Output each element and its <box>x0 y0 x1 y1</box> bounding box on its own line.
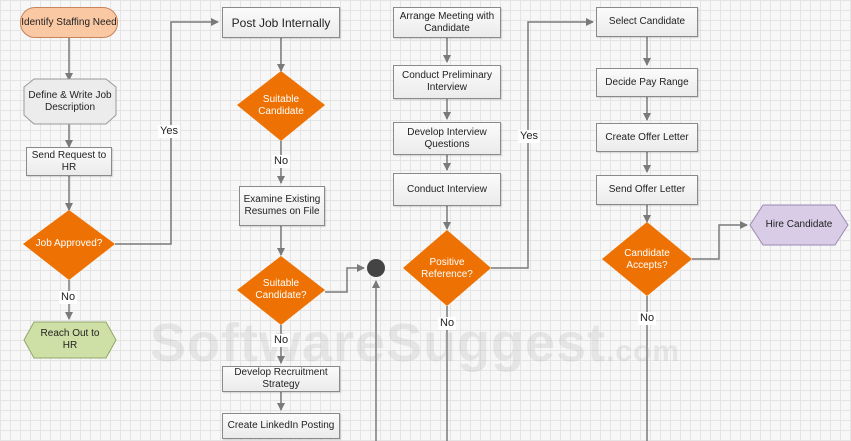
post-job-internally-node[interactable]: Post Job Internally <box>222 7 340 38</box>
job-approved-label: Job Approved? <box>35 238 103 249</box>
send-request-to-hr-label: Send Request to HR <box>31 149 107 173</box>
define-job-description-shape <box>23 78 117 125</box>
hire-candidate-node[interactable]: Hire Candidate <box>760 210 838 240</box>
suitable-candidate-2-diamond <box>237 256 325 325</box>
junction-dot <box>367 259 385 277</box>
suitable-candidate-2-label: Suitable Candidate? <box>255 278 307 301</box>
create-linkedin-posting-node[interactable]: Create LinkedIn Posting <box>222 413 340 439</box>
watermark-suffix: .com <box>606 335 681 368</box>
arrow-reference-yes <box>491 18 594 269</box>
select-candidate-node[interactable]: Select Candidate <box>596 7 698 37</box>
suitable-candidate-1-label: Suitable Candidate <box>258 94 304 117</box>
identify-staffing-need-label: Identify Staffing Need <box>21 16 117 28</box>
candidate-accepts-diamond <box>602 222 692 296</box>
job-approved-node[interactable]: Job Approved? <box>35 229 103 259</box>
edge-label-positive-reference-no: No <box>438 317 457 330</box>
edge-label-suitable-2-no: No <box>272 334 291 347</box>
define-write-job-description-label: Define & Write Job Description <box>28 90 112 113</box>
decide-pay-range-node[interactable]: Decide Pay Range <box>596 68 698 97</box>
develop-recruitment-strategy-label: Develop Recruitment Strategy <box>234 367 328 390</box>
job-approved-diamond <box>23 210 115 280</box>
define-write-job-description-node[interactable]: Define & Write Job Description <box>26 80 114 124</box>
edge-label-job-approved-yes: Yes <box>158 125 180 138</box>
send-offer-letter-label: Send Offer Letter <box>608 184 686 195</box>
conduct-interview-label: Conduct Interview <box>406 183 488 195</box>
suitable-candidate-1-node[interactable]: Suitable Candidate <box>251 92 311 120</box>
reach-out-to-hr-label: Reach Out to HR <box>40 328 100 351</box>
develop-interview-questions-label: Develop Interview Questions <box>407 126 487 150</box>
develop-recruitment-strategy-node[interactable]: Develop Recruitment Strategy <box>222 366 340 392</box>
arrange-meeting-label: Arrange Meeting with Candidate <box>399 10 495 34</box>
suitable-candidate-1-diamond <box>237 71 325 141</box>
hire-candidate-label: Hire Candidate <box>765 219 833 230</box>
develop-interview-questions-node[interactable]: Develop Interview Questions <box>393 122 501 155</box>
edge-label-job-approved-no: No <box>59 291 78 304</box>
examine-existing-resumes-node[interactable]: Examine Existing Resumes on File <box>239 186 325 226</box>
select-candidate-label: Select Candidate <box>608 16 686 27</box>
watermark: SoftwareSuggest.com <box>150 312 680 374</box>
reach-out-to-hr-shape <box>23 321 117 359</box>
positive-reference-label: Positive Reference? <box>421 257 473 280</box>
conduct-preliminary-interview-node[interactable]: Conduct Preliminary Interview <box>393 65 501 99</box>
create-offer-letter-label: Create Offer Letter <box>605 131 689 143</box>
watermark-text: SoftwareSuggest <box>150 313 607 373</box>
reach-out-to-hr-node[interactable]: Reach Out to HR <box>38 323 102 357</box>
create-linkedin-posting-label: Create LinkedIn Posting <box>227 420 335 431</box>
send-request-to-hr-node[interactable]: Send Request to HR <box>26 147 112 176</box>
send-offer-letter-node[interactable]: Send Offer Letter <box>596 175 698 205</box>
arrow-suitable2-yes <box>325 264 365 293</box>
identify-staffing-need-node[interactable]: Identify Staffing Need <box>20 7 118 38</box>
candidate-accepts-label: Candidate Accepts? <box>624 248 670 271</box>
arrow-accepts-yes <box>692 221 748 260</box>
decide-pay-range-label: Decide Pay Range <box>605 76 689 88</box>
post-job-internally-label: Post Job Internally <box>231 15 331 30</box>
edge-label-positive-reference-yes: Yes <box>518 130 540 143</box>
arrange-meeting-node[interactable]: Arrange Meeting with Candidate <box>393 7 501 38</box>
edge-label-candidate-accepts-no: No <box>638 312 657 325</box>
conduct-interview-node[interactable]: Conduct Interview <box>393 173 501 206</box>
hire-candidate-shape <box>749 204 849 246</box>
positive-reference-node[interactable]: Positive Reference? <box>415 255 479 283</box>
create-offer-letter-node[interactable]: Create Offer Letter <box>596 123 698 152</box>
candidate-accepts-node[interactable]: Candidate Accepts? <box>615 246 679 274</box>
examine-existing-resumes-label: Examine Existing Resumes on File <box>243 194 321 217</box>
positive-reference-diamond <box>403 230 491 306</box>
edge-label-suitable-1-no: No <box>272 155 291 168</box>
suitable-candidate-2-node[interactable]: Suitable Candidate? <box>247 276 315 304</box>
conduct-preliminary-interview-label: Conduct Preliminary Interview <box>401 70 493 93</box>
